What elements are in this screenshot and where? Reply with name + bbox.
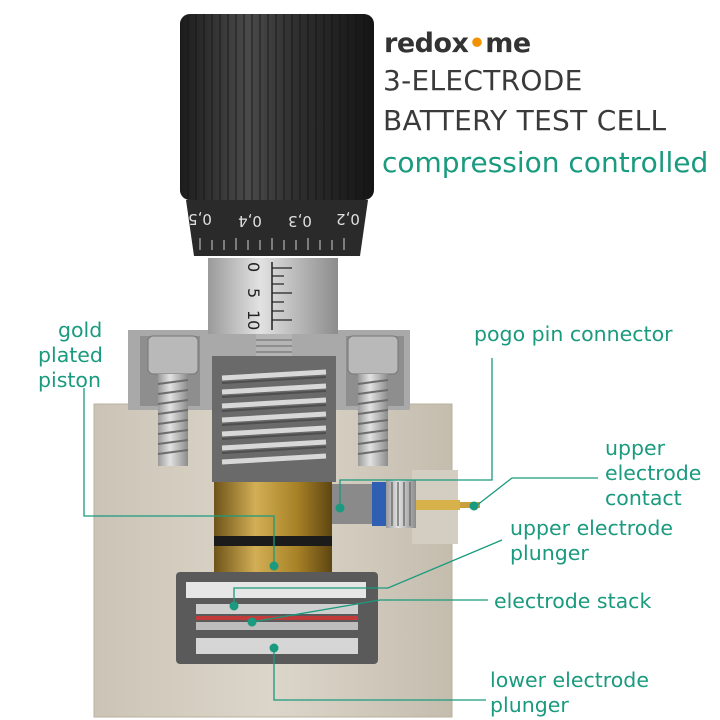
label-gold-piston-l1: gold: [58, 318, 103, 342]
drum-tick-0-5: 0,5: [188, 210, 212, 228]
label-upper-contact-l1: upper: [605, 436, 666, 460]
pogo-pin-connector: [332, 480, 480, 528]
label-upper-contact: upper electrode contact: [605, 436, 701, 511]
spring-chamber: [212, 356, 336, 482]
leader-stack: [251, 599, 488, 623]
label-upper-plunger-l1: upper electrode: [510, 516, 673, 540]
dot-upper-plunger: [229, 601, 239, 611]
dot-upper-contact: [469, 501, 479, 511]
logo-part-a: redox: [384, 28, 469, 59]
barrel-scale: 0 5 10: [244, 262, 263, 330]
drum-tick-0-3: 0,3: [288, 212, 312, 230]
label-lower-plunger-l2: plunger: [490, 693, 569, 717]
logo-part-b: me: [485, 28, 531, 59]
barrel-tick-5: 5: [244, 288, 263, 298]
barrel-tick-0: 0: [244, 262, 263, 272]
logo-dot: •: [468, 28, 486, 59]
drum-scale: 0,5 0,4 0,3 0,2: [188, 210, 360, 230]
leader-lower-plunger: [273, 648, 486, 701]
leader-lines: [83, 358, 598, 701]
brand-logo: redox•me: [384, 28, 531, 59]
barrel-tick-10: 10: [244, 310, 263, 330]
title-line-2: BATTERY TEST CELL: [383, 104, 667, 137]
dot-stack: [247, 617, 257, 627]
label-gold-piston: gold plated piston: [38, 318, 103, 393]
label-gold-piston-l3: piston: [38, 368, 101, 392]
right-screw: [347, 335, 399, 466]
dot-lower-plunger: [269, 643, 279, 653]
label-upper-plunger-l2: plunger: [510, 541, 589, 565]
drum-tick-0-2: 0,2: [336, 210, 360, 228]
label-upper-plunger: upper electrode plunger: [510, 516, 673, 566]
leader-upper-contact: [475, 477, 598, 507]
micrometer-knob: [180, 14, 374, 256]
label-lower-plunger: lower electrode plunger: [490, 668, 649, 718]
micrometer-barrel: [208, 258, 338, 356]
label-pogo-pin: pogo pin connector: [474, 322, 673, 346]
subtitle: compression controlled: [382, 146, 709, 179]
dot-pogo: [335, 503, 345, 513]
label-upper-contact-l2: electrode: [605, 461, 702, 485]
leader-pogo: [339, 358, 493, 506]
dot-gold-piston: [269, 561, 279, 571]
label-upper-contact-l3: contact: [605, 486, 682, 510]
left-screw: [147, 335, 199, 466]
label-electrode-stack: electrode stack: [494, 589, 652, 613]
leader-dots: [229, 501, 479, 653]
label-lower-plunger-l1: lower electrode: [490, 668, 649, 692]
title-line-1: 3-ELECTRODE: [383, 64, 583, 97]
label-gold-piston-l2: plated: [38, 343, 103, 367]
leader-gold-piston: [83, 388, 275, 566]
leader-upper-plunger: [233, 539, 503, 606]
drum-tick-0-4: 0,4: [238, 212, 262, 230]
